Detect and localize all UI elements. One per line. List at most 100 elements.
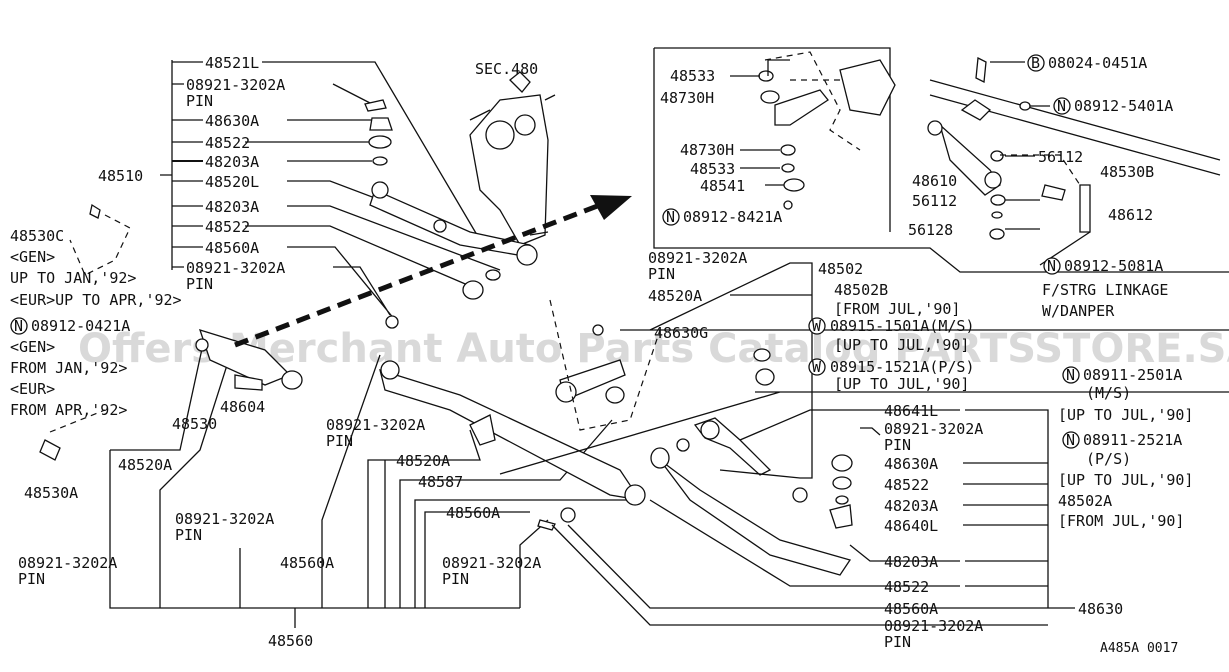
left-leader-lines [109,60,640,628]
damper-center-parts [753,348,775,386]
mark-n-6: N [1066,431,1075,449]
mark-n-2: N [666,208,675,226]
mark-n-3: N [1057,97,1066,115]
label-ps: (P/S) [1086,450,1131,468]
label-pin-4: PIN [18,570,45,588]
label-w-danper: W/DANPER [1042,302,1115,320]
label-48641L: 48641L [884,402,938,420]
label-48630: 48630 [1078,600,1123,618]
label-n08912-8421A: 08912-8421A [683,208,782,226]
label-48520A-3: 48520A [648,287,702,305]
label-08921-3202A-2: 08921-3202A [186,259,285,277]
label-48522-1: 48522 [205,134,250,152]
label-n08911-2521A: 08911-2521A [1083,431,1182,449]
label-08921-3202A-3: 08921-3202A [175,510,274,528]
label-48522-3: 48522 [884,476,929,494]
label-48533-2: 48533 [690,160,735,178]
label-48560A-2: 48560A [280,554,334,572]
label-n08912-5081A: 08912-5081A [1064,257,1163,275]
label-56112-2: 56112 [912,192,957,210]
inset-idler-panel [653,47,1229,273]
label-48560A-3: 48560A [446,504,500,522]
label-from-apr92: FROM APR,'92> [10,401,127,419]
label-48587: 48587 [418,473,463,491]
label-upto-jul90-4: [UP TO JUL,'90] [1058,471,1193,489]
label-pin-1: PIN [186,92,213,110]
label-pin-2: PIN [186,275,213,293]
mark-b-1: B [1031,54,1040,72]
label-48502B: 48502B [834,281,888,299]
label-08921-3202A-7: 08921-3202A [648,249,747,267]
relay-rod [379,315,646,506]
label-ms: (M/S) [1086,384,1131,402]
label-pin-9: PIN [884,633,911,651]
label-upto-jul90-3: [UP TO JUL,'90] [1058,406,1193,424]
label-48730H-2: 48730H [680,141,734,159]
mark-n-1: N [14,317,23,335]
label-56112-1: 56112 [1038,148,1083,166]
label-48203A-2: 48203A [205,198,259,216]
part-labels: 48521L 08921-3202A PIN 48630A 48522 4820… [10,54,1193,656]
inset-damper-panel [927,56,1221,266]
label-48530A: 48530A [24,484,78,502]
label-48530: 48530 [172,415,217,433]
label-48730H-1: 48730H [660,89,714,107]
label-48502: 48502 [818,260,863,278]
mark-n-4: N [1047,257,1056,275]
idler-arm-assembly [39,203,303,461]
label-pin-3: PIN [175,526,202,544]
label-48560A-4: 48560A [884,600,938,618]
label-08921-3202A-6: 08921-3202A [442,554,541,572]
small-parts-stack [364,99,393,166]
label-eur-2: <EUR> [10,380,55,398]
label-48520A-2: 48520A [396,452,450,470]
label-sec480: SEC.480 [475,60,538,78]
label-48203A-3: 48203A [884,497,938,515]
label-upto-jul90-2: [UP TO JUL,'90] [834,375,969,393]
label-56128: 56128 [908,221,953,239]
label-48541: 48541 [700,177,745,195]
label-48533-1: 48533 [670,67,715,85]
label-48610: 48610 [912,172,957,190]
label-upto-jul90-1: [UP TO JUL,'90] [834,336,969,354]
label-08921-3202A-9: 08921-3202A [884,617,983,635]
label-w08915-1521A: 08915-1521A(P/S) [830,358,975,376]
label-48530C: 48530C [10,227,64,245]
label-48510: 48510 [98,167,143,185]
label-48612: 48612 [1108,206,1153,224]
long-arrow [234,195,632,348]
label-w08915-1501A: 08915-1501A(M/S) [830,317,975,335]
label-48520L: 48520L [205,173,259,191]
label-n08911-2501A: 08911-2501A [1083,366,1182,384]
center-arm [549,299,661,431]
label-gen-2: <GEN> [10,338,55,356]
label-48630G: 48630G [654,324,708,342]
label-pin-6: PIN [442,570,469,588]
label-48521L: 48521L [205,54,259,72]
label-from-jan92: FROM JAN,'92> [10,359,127,377]
label-gen-1: <GEN> [10,248,55,266]
label-pin-5: PIN [326,432,353,450]
label-from-jul90-1: [FROM JUL,'90] [834,300,960,318]
label-fstrg-linkage: F/STRG LINKAGE [1042,281,1168,299]
steering-gear-box [469,71,556,246]
label-48604: 48604 [220,398,265,416]
label-08921-3202A-8: 08921-3202A [884,420,983,438]
label-48203A-4: 48203A [884,553,938,571]
label-08921-3202A-5: 08921-3202A [326,416,425,434]
label-48560: 48560 [268,632,313,650]
label-upto-jan92: UP TO JAN,'92> [10,269,136,287]
label-48630A-2: 48630A [884,455,938,473]
label-from-jul90-2: [FROM JUL,'90] [1058,512,1184,530]
label-pin-8: PIN [884,436,911,454]
label-08921-3202A-4: 08921-3202A [18,554,117,572]
label-48522-2: 48522 [205,218,250,236]
label-pin-7: PIN [648,265,675,283]
label-48502A: 48502A [1058,492,1112,510]
mark-w-1: W [812,317,822,335]
mark-w-2: W [812,358,822,376]
tie-rod-right [537,417,853,576]
tie-rod-left [369,181,538,300]
label-eur-upto-apr92: <EUR>UP TO APR,'92> [10,291,182,309]
